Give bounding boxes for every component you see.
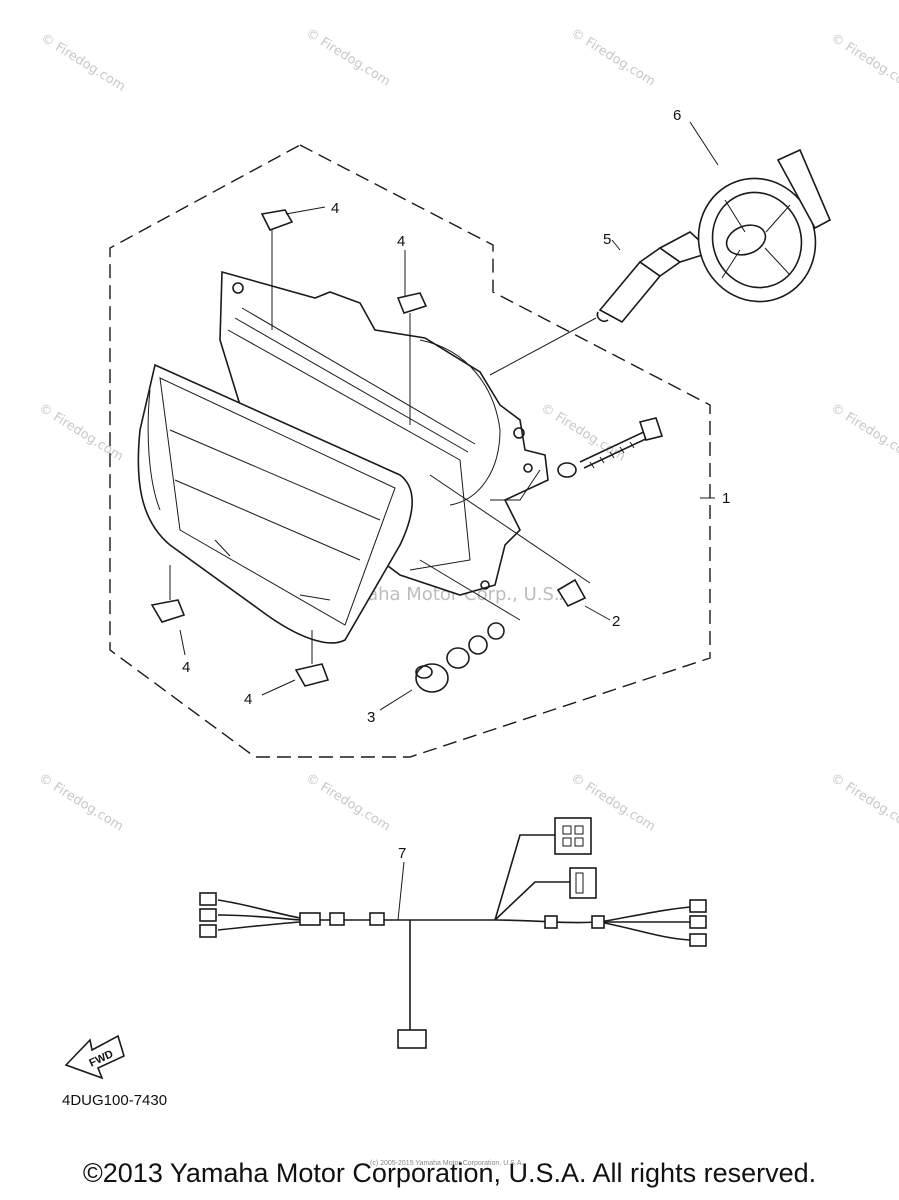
watermark: © Firedog.com: [303, 771, 393, 835]
copyright-footer: ©2013 Yamaha Motor Corporation, U.S.A. A…: [82, 1158, 817, 1188]
callout-labels: 1 2 3 4 4 4 4 5 6 7: [182, 107, 730, 862]
assembly-boundary: [109, 144, 711, 758]
watermark: © Firedog.com: [828, 771, 899, 835]
tiny-copyright-note: (c) 2005-2015 Yamaha Motor Corporation, …: [370, 1160, 524, 1167]
clip-4d: [294, 663, 330, 687]
headlight-housing: [219, 270, 549, 596]
watermark: © Firedog.com: [36, 401, 126, 465]
watermark: © Firedog.com: [538, 401, 628, 465]
wire-harness: [199, 817, 707, 1049]
harness-connector-ground: [397, 1029, 427, 1049]
headlight-lens: [137, 363, 413, 644]
clip-parts: [150, 209, 428, 687]
watermark: © Firedog.com: [568, 26, 658, 90]
forward-direction-arrow: FWD: [64, 1034, 125, 1080]
callout-4-mid: 4: [397, 233, 405, 250]
diagram-part-code: 4DUG100-7430: [62, 1092, 168, 1109]
bulb: [489, 231, 714, 376]
watermark: © Firedog.com: [828, 401, 899, 465]
watermark: © Firedog.com: [38, 31, 128, 95]
callout-6: 6: [673, 107, 681, 124]
position-bulb-parts: [415, 474, 591, 693]
clip-4c: [150, 599, 186, 623]
harness-connector-6pin: [554, 817, 592, 855]
callout-3: 3: [367, 709, 375, 726]
watermark: © Firedog.com: [828, 31, 899, 95]
watermark: © Firedog.com: [303, 26, 393, 90]
clip-4b: [396, 292, 428, 314]
watermark-overlay: Yamaha Motor Corp., U.S.A.: [329, 584, 577, 605]
watermark: © Firedog.com: [36, 771, 126, 835]
leader-lines: [179, 121, 719, 921]
callout-4-bottom: 4: [244, 691, 252, 708]
bulb-socket-cover: [697, 148, 832, 303]
callout-4-top: 4: [331, 200, 339, 217]
callout-2: 2: [612, 613, 620, 630]
callout-1: 1: [722, 490, 730, 507]
callout-5: 5: [603, 231, 611, 248]
adjust-screw: [557, 417, 664, 478]
callout-4-left: 4: [182, 659, 190, 676]
clip-4a: [260, 209, 294, 231]
callout-7: 7: [398, 845, 406, 862]
